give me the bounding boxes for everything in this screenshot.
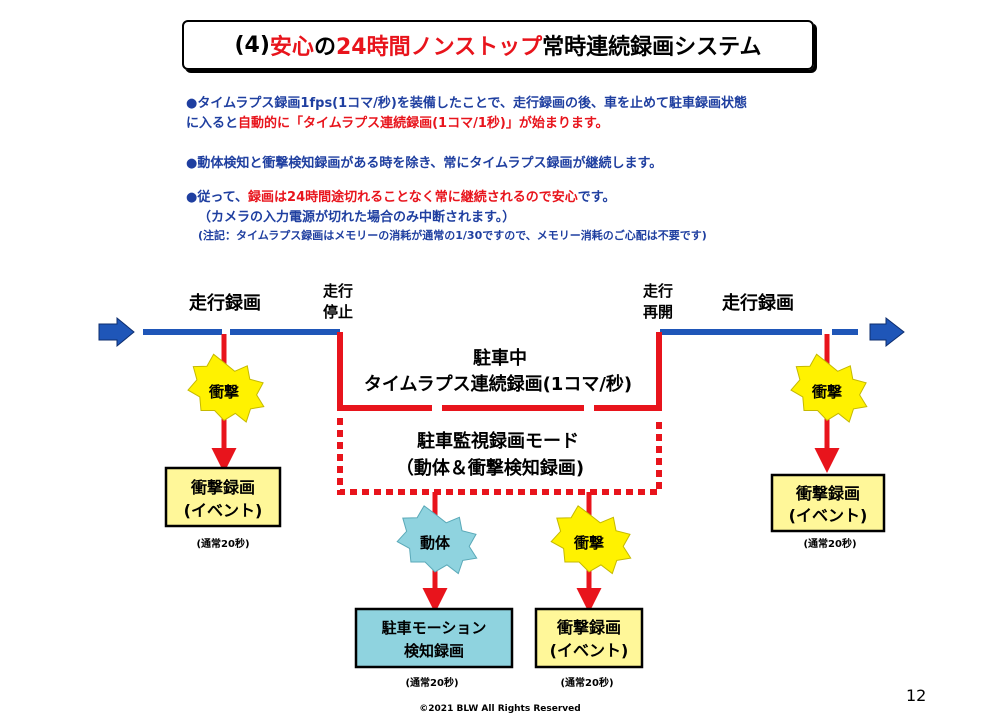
intro-p1-line1: ●タイムラプス録画1fps(1コマ/秒)を装備したことで、走行録画の後、車を止め…: [186, 96, 747, 111]
burst-motion-shape: [396, 505, 478, 575]
intro-p1-line2-red: 自動的に「タイムラプス連続録画(1コマ/1秒)」が始まります。: [238, 116, 609, 131]
note-right: (通常20秒): [803, 537, 856, 550]
box-motion-line1: 駐車モーション: [382, 619, 487, 637]
note-left: (通常20秒): [196, 537, 249, 550]
title-red-anshin: 安心: [269, 35, 314, 60]
intro-text: ●タイムラプス録画1fps(1コマ/秒)を装備したことで、走行録画の後、車を止め…: [186, 94, 836, 244]
label-left-driving: 走行録画: [189, 292, 261, 314]
box-right: [770, 473, 886, 533]
box-right-line1: 衝撃録画: [795, 484, 860, 503]
monitor-dotted-box: [337, 418, 662, 495]
intro-p1-line2: に入ると自動的に「タイムラプス連続録画(1コマ/1秒)」が始まります。: [186, 114, 836, 134]
title-suffix: 常時連続録画システム: [542, 35, 762, 60]
title-no: の: [313, 35, 336, 60]
intro-p3-note: (注記：タイムラプス録画はメモリーの消耗が通常の1/30ですので、メモリー消耗の…: [198, 229, 707, 242]
note-center: (通常20秒): [560, 676, 613, 689]
box-left-line2: (イベント): [184, 501, 263, 520]
title-prefix: (4): [234, 32, 270, 58]
intro-p3: ●従って、録画は24時間途切れることなく常に継続されるので安心です。: [186, 188, 836, 208]
label-stop-1: 走行: [323, 282, 353, 300]
intro-p3-a: ●従って、: [186, 190, 249, 205]
box-center-line1: 衝撃録画: [556, 618, 621, 637]
burst-left-label: 衝撃: [208, 383, 239, 401]
label-monitor-2: （動体＆衝撃検知録画): [396, 457, 584, 479]
intro-p3-sub: （カメラの入力電源が切れた場合のみ中断されます。）: [198, 210, 516, 225]
box-center: [534, 607, 644, 669]
label-resume-1: 走行: [643, 282, 673, 300]
timeline-end-arrow: [869, 316, 905, 348]
box-left: [164, 466, 282, 528]
intro-p3-b: です。: [577, 190, 616, 205]
burst-right-shape: [790, 353, 868, 423]
box-left-line1: 衝撃録画: [190, 478, 255, 497]
box-center-line2: (イベント): [550, 641, 629, 660]
label-stop-2: 停止: [323, 303, 353, 321]
page-number: 12: [906, 686, 927, 705]
burst-center-shape: [550, 505, 632, 575]
label-parking-1: 駐車中: [473, 347, 527, 369]
burst-right-label: 衝撃: [811, 383, 842, 401]
timeline-start-arrow: [98, 316, 135, 348]
burst-center-label: 衝撃: [573, 534, 604, 552]
box-motion-line2: 検知録画: [404, 642, 464, 660]
label-right-driving: 走行録画: [722, 292, 794, 314]
title-red-nonstop: 24時間ノンストップ: [335, 35, 543, 60]
intro-p3-red: 録画は24時間途切れることなく常に継続されるので安心: [248, 190, 578, 205]
label-parking-2: タイムラプス連続録画(1コマ/秒): [364, 373, 632, 395]
parking-solid-bracket: [337, 332, 662, 411]
burst-motion-label: 動体: [420, 534, 451, 552]
box-right-line2: (イベント): [789, 506, 868, 525]
box-motion: [354, 607, 514, 669]
label-resume-2: 再開: [643, 303, 673, 321]
intro-p2: ●動体検知と衝撃検知録画がある時を除き、常にタイムラプス録画が継続します。: [186, 156, 663, 171]
note-motion: (通常20秒): [405, 676, 458, 689]
label-monitor-1: 駐車監視録画モード: [417, 430, 579, 452]
intro-p1-line2-a: に入ると: [186, 116, 239, 131]
burst-left-shape: [187, 353, 265, 423]
copyright: ©2021 BLW All Rights Reserved: [419, 704, 581, 714]
